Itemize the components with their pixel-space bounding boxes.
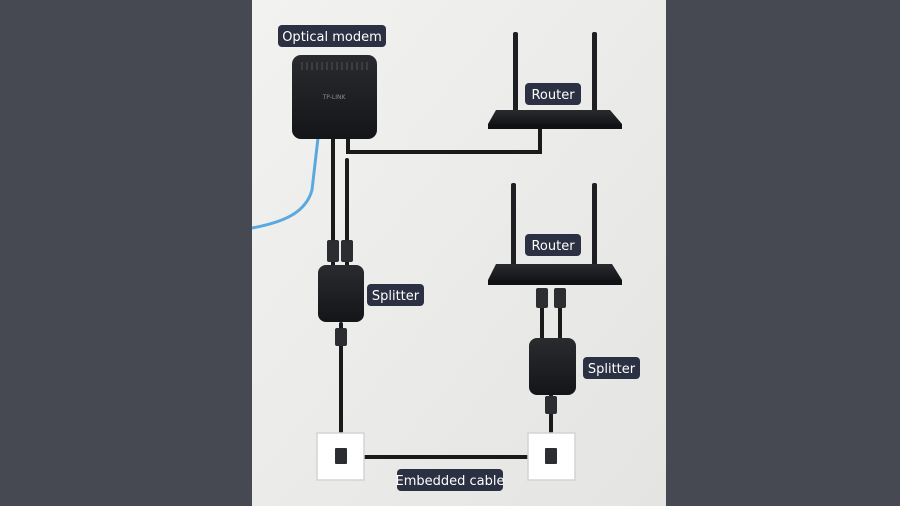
label-optical-modem: Optical modem [278,25,386,47]
optical-modem: TP-LINK [292,55,377,139]
plug [335,328,347,346]
left-side-panel [0,0,252,506]
antenna [592,183,597,266]
plug [545,396,557,414]
label-optical-modem-text: Optical modem [282,30,382,45]
antenna [592,32,597,114]
wall-socket-left [316,432,365,481]
label-embedded-cable: Embedded cable [396,469,505,491]
router-top [488,32,622,129]
router-bottom [488,183,622,285]
antenna [511,183,516,266]
splitter-left [318,265,364,322]
wall-socket-right [527,432,576,481]
modem-brand-logo: TP-LINK [322,94,347,101]
modem-body [292,55,377,139]
splitter-right [529,338,576,395]
right-side-panel [666,0,900,506]
connector-plugs [327,240,566,414]
label-splitter-right: Splitter [583,357,640,379]
router-top-base [488,124,622,129]
label-splitter-left-text: Splitter [372,289,420,304]
router-bottom-base [488,280,622,285]
label-router-bottom: Router [525,234,581,256]
modem-vents [301,62,368,70]
label-embedded-cable-text: Embedded cable [396,474,505,489]
label-splitter-right-text: Splitter [588,362,636,377]
antenna [513,32,518,114]
label-router-top-text: Router [531,88,575,103]
cable-modem-router [346,124,542,154]
label-router-bottom-text: Router [531,239,575,254]
plug [554,288,566,308]
plug [536,288,548,308]
plug [341,240,353,262]
label-splitter-left: Splitter [367,284,424,306]
label-router-top: Router [525,83,581,105]
plug [327,240,339,262]
router-bottom-body [488,264,622,280]
router-top-body [488,110,622,124]
